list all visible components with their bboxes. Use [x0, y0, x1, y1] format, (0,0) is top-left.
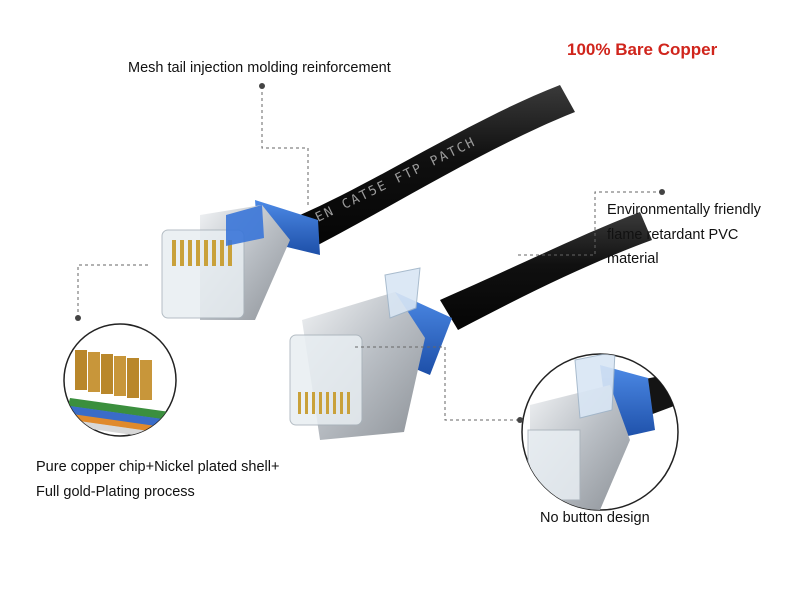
lower-rj45-connector [289, 267, 452, 440]
leader-lines [77, 86, 662, 421]
headline-bare-copper: 100% Bare Copper [567, 40, 718, 59]
upper-cable: EN CAT5E FTP PATCH [300, 85, 575, 245]
callout-chip-line2: Full gold-Plating process [36, 484, 195, 500]
copper-chip-detail [63, 323, 177, 437]
callout-pvc-line2: flame retardant PVC [607, 227, 739, 243]
leader-dots [75, 83, 665, 423]
callout-chip-line1: Pure copper chip+Nickel plated shell+ [36, 459, 280, 475]
no-button-detail [521, 353, 679, 511]
callout-mesh-tail: Mesh tail injection molding reinforcemen… [128, 60, 391, 76]
lower-cable [440, 212, 652, 330]
callout-pvc-line3: material [607, 251, 659, 267]
lower-contacts [298, 392, 350, 414]
upper-rj45-connector [161, 200, 320, 320]
callout-no-button: No button design [540, 510, 650, 526]
gold-contacts [172, 240, 232, 266]
callout-pvc-line1: Environmentally friendly [607, 202, 761, 218]
cable-print-text: EN CAT5E FTP PATCH [313, 135, 479, 226]
